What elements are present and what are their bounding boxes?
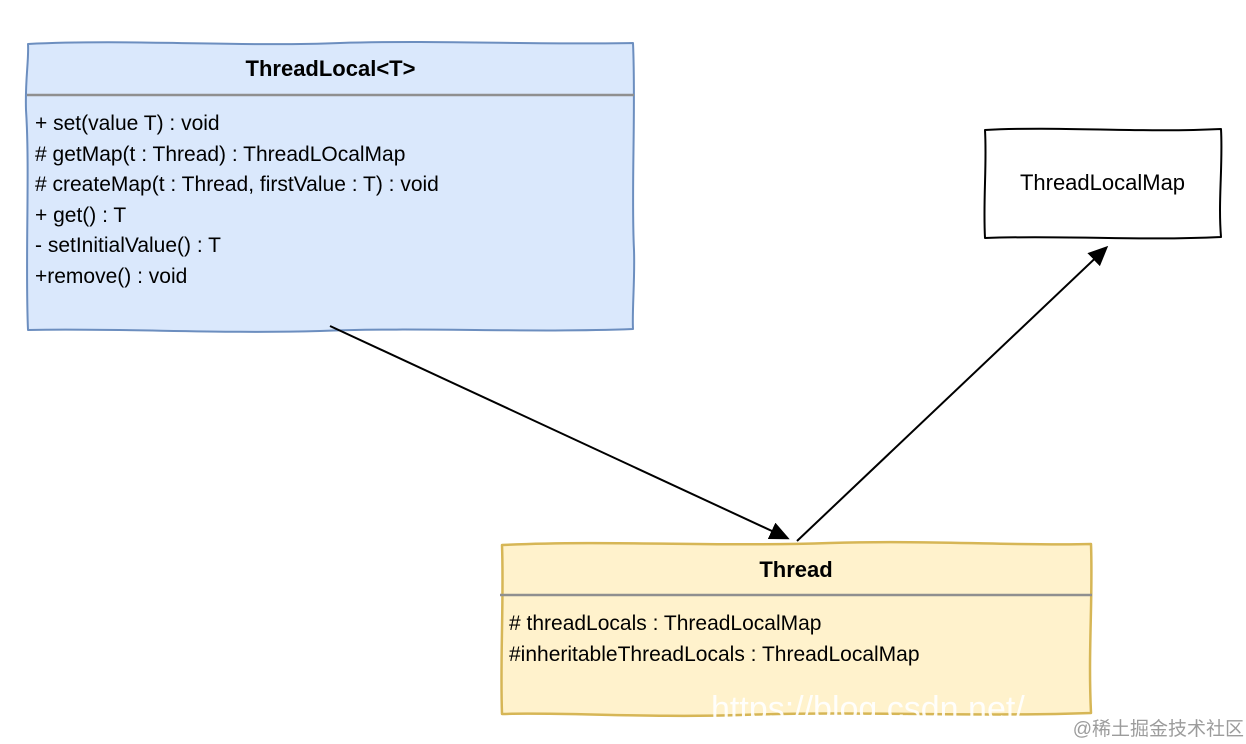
thread-class-shape <box>500 540 1093 718</box>
member-line: - setInitialValue() : T <box>35 234 221 257</box>
threadlocalmap-class-shape <box>983 127 1223 240</box>
juejin-attribution-watermark: @稀土掘金技术社区 <box>1072 719 1244 740</box>
member-line: # threadLocals : ThreadLocalMap <box>509 612 822 635</box>
member-line: # createMap(t : Thread, firstValue : T) … <box>35 173 439 196</box>
thread-members-list: # threadLocals : ThreadLocalMap #inherit… <box>509 608 920 670</box>
thread-class-title: Thread <box>759 556 833 582</box>
arrow-threadlocal-to-thread <box>329 325 790 540</box>
threadlocal-class-shape <box>24 41 636 333</box>
threadlocalmap-class-title: ThreadLocalMap <box>1019 170 1186 195</box>
threadlocal-members-list: + set(value T) : void # getMap(t : Threa… <box>35 109 439 292</box>
member-line: # getMap(t : Thread) : ThreadLOcalMap <box>35 142 406 166</box>
arrow-thread-to-threadlocalmap <box>796 245 1109 542</box>
threadlocal-class-title: ThreadLocal<T> <box>245 56 416 81</box>
csdn-watermark-url: https://blog.csdn.net/ <box>711 690 1025 728</box>
member-line: #inheritableThreadLocals : ThreadLocalMa… <box>509 643 920 666</box>
member-line: + set(value T) : void <box>35 112 220 135</box>
member-line: +remove() : void <box>35 264 188 288</box>
member-line: + get() : T <box>35 203 127 227</box>
